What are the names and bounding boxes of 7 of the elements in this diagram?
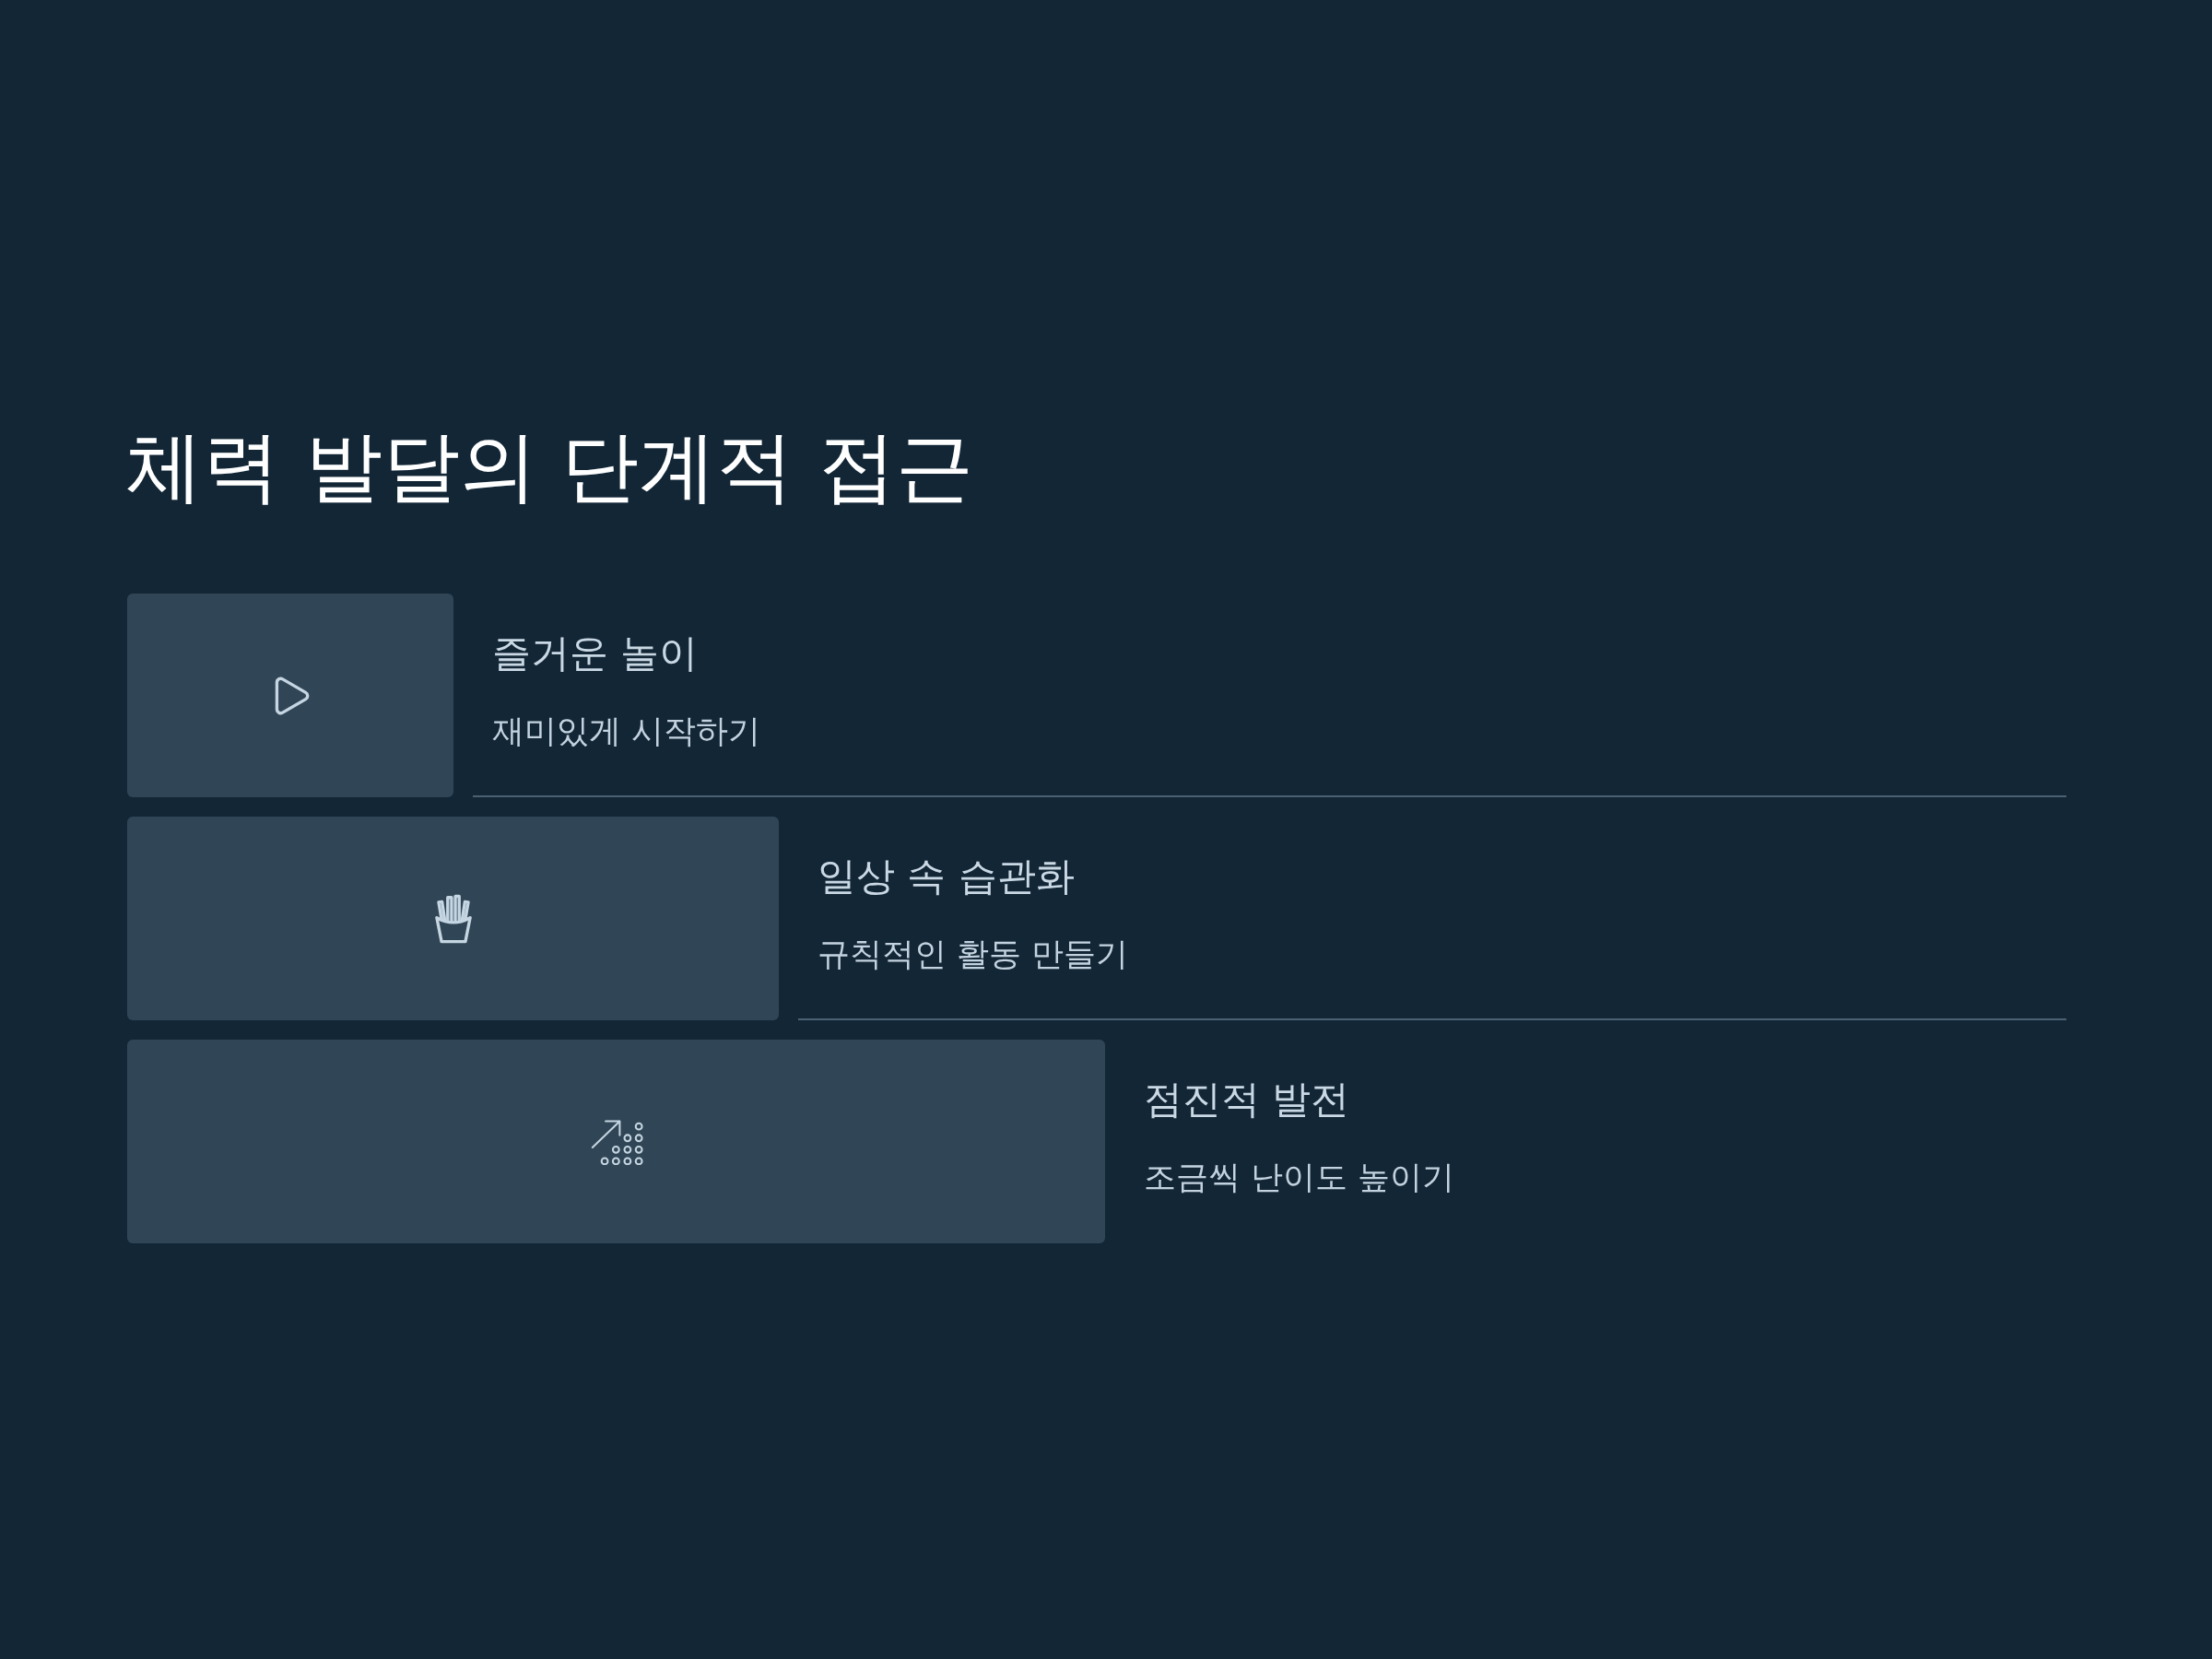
step-description: 재미있게 시작하기 <box>492 712 761 751</box>
step-description: 조금씩 난이도 높이기 <box>1144 1158 1455 1197</box>
step-heading: 일상 속 습관화 <box>818 853 1075 900</box>
title: 체력 발달의 단계적 접근 <box>125 424 974 510</box>
step-heading: 점진적 발전 <box>1144 1077 1350 1124</box>
step-description: 규칙적인 활동 만들기 <box>818 935 1129 974</box>
step-heading: 즐거운 놀이 <box>492 630 699 677</box>
